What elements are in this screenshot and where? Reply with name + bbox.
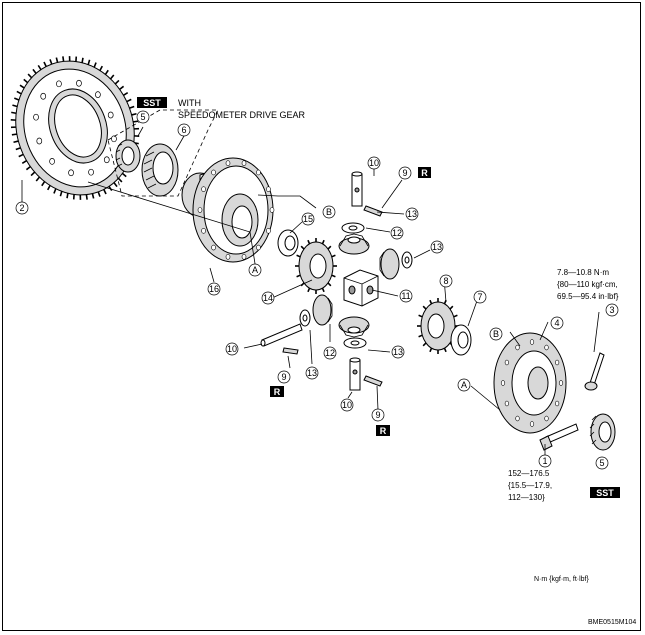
svg-text:R: R bbox=[274, 387, 281, 397]
units-note: N·m {kgf·m, ft·lbf} bbox=[534, 576, 590, 583]
tag-r-1: R bbox=[418, 167, 431, 178]
callout-4: 4 bbox=[554, 318, 559, 328]
leader-lines bbox=[21, 126, 600, 456]
washer-15 bbox=[277, 229, 299, 257]
callout-9-top: 9 bbox=[402, 168, 407, 178]
bolt-3 bbox=[584, 352, 605, 391]
torque-3-line3: 69.5—95.4 in·lbf} bbox=[557, 292, 619, 301]
callout-15: 15 bbox=[303, 214, 313, 224]
washer-13-left bbox=[299, 309, 311, 327]
roll-pin-bottom bbox=[363, 375, 383, 387]
differential-case bbox=[181, 157, 275, 263]
callout-9-left: 9 bbox=[281, 372, 286, 382]
torque-3-line2: {80—110 kgf·cm, bbox=[557, 280, 618, 289]
callout-13-d: 13 bbox=[307, 368, 317, 378]
figure-code: BME0515M104 bbox=[588, 619, 636, 626]
svg-text:SST: SST bbox=[596, 488, 614, 498]
torque-1-line3: 112—130} bbox=[508, 493, 545, 502]
speedometer-drive-gear-upper bbox=[115, 139, 141, 173]
callout-10-top: 10 bbox=[369, 158, 379, 168]
callout-10-left: 10 bbox=[227, 344, 237, 354]
label-speedometer-drive-gear: SPEEDOMETER DRIVE GEAR bbox=[178, 110, 306, 120]
callout-7: 7 bbox=[477, 292, 482, 302]
bearing-6 bbox=[141, 143, 179, 197]
thrust-washer-7 bbox=[450, 324, 472, 356]
callout-1: 1 bbox=[542, 456, 547, 466]
callout-10-bottom: 10 bbox=[342, 400, 352, 410]
callout-9-bottom: 9 bbox=[375, 410, 380, 420]
pinion-gear-right bbox=[379, 248, 400, 280]
callout-13-b: 13 bbox=[432, 242, 442, 252]
ring-gear bbox=[10, 56, 140, 200]
letter-a-lower: A bbox=[461, 380, 467, 390]
torque-1-line1: 152—176.5 bbox=[508, 469, 550, 478]
pinion-gear-top bbox=[338, 233, 370, 255]
pinion-shaft-bottom bbox=[349, 357, 361, 391]
torque-1-line2: {15.5—17.9, bbox=[508, 481, 552, 490]
pinion-gear-bottom bbox=[338, 316, 370, 338]
callout-5-lower: 5 bbox=[599, 458, 604, 468]
speedometer-drive-gear-lower bbox=[589, 413, 616, 451]
callout-2: 2 bbox=[19, 203, 24, 213]
roll-pin-top bbox=[363, 205, 383, 217]
pinion-gear-left bbox=[312, 294, 333, 326]
svg-text:SST: SST bbox=[143, 98, 161, 108]
label-with: WITH bbox=[178, 98, 201, 108]
differential-cover bbox=[493, 332, 567, 434]
callout-12-bottom: 12 bbox=[325, 348, 335, 358]
washer-13-top bbox=[341, 222, 365, 234]
callout-11: 11 bbox=[401, 291, 410, 301]
callout-3: 3 bbox=[609, 305, 614, 315]
tag-sst-bottom: SST bbox=[590, 487, 620, 498]
callout-13-a: 13 bbox=[407, 209, 417, 219]
letter-b-lower: B bbox=[493, 329, 499, 339]
callout-8: 8 bbox=[443, 276, 448, 286]
torque-3-line1: 7.8—10.8 N·m bbox=[557, 268, 609, 277]
callout-5-upper: 5 bbox=[140, 112, 145, 122]
washer-13-right bbox=[401, 251, 413, 269]
callout-14: 14 bbox=[263, 293, 273, 303]
letter-a-upper: A bbox=[252, 265, 258, 275]
callout-circles bbox=[15, 110, 619, 470]
washer-13-bottom bbox=[343, 337, 367, 349]
tag-sst-top: SST bbox=[137, 97, 167, 108]
pinion-shaft-left bbox=[260, 323, 303, 347]
svg-text:R: R bbox=[421, 168, 428, 178]
bolt-1 bbox=[539, 423, 579, 451]
roll-pin-left bbox=[282, 347, 299, 355]
callout-16: 16 bbox=[209, 284, 219, 294]
callout-12-top: 12 bbox=[392, 228, 402, 238]
side-gear-14 bbox=[295, 238, 337, 294]
callout-6: 6 bbox=[181, 125, 186, 135]
speedo-dashed-box bbox=[107, 109, 219, 197]
pinion-shaft-top bbox=[351, 171, 363, 207]
letter-b-upper: B bbox=[326, 207, 332, 217]
svg-text:R: R bbox=[380, 426, 387, 436]
center-block bbox=[343, 269, 379, 307]
tag-r-3: R bbox=[376, 425, 390, 436]
tag-r-2: R bbox=[270, 386, 284, 397]
callout-13-c: 13 bbox=[393, 347, 403, 357]
